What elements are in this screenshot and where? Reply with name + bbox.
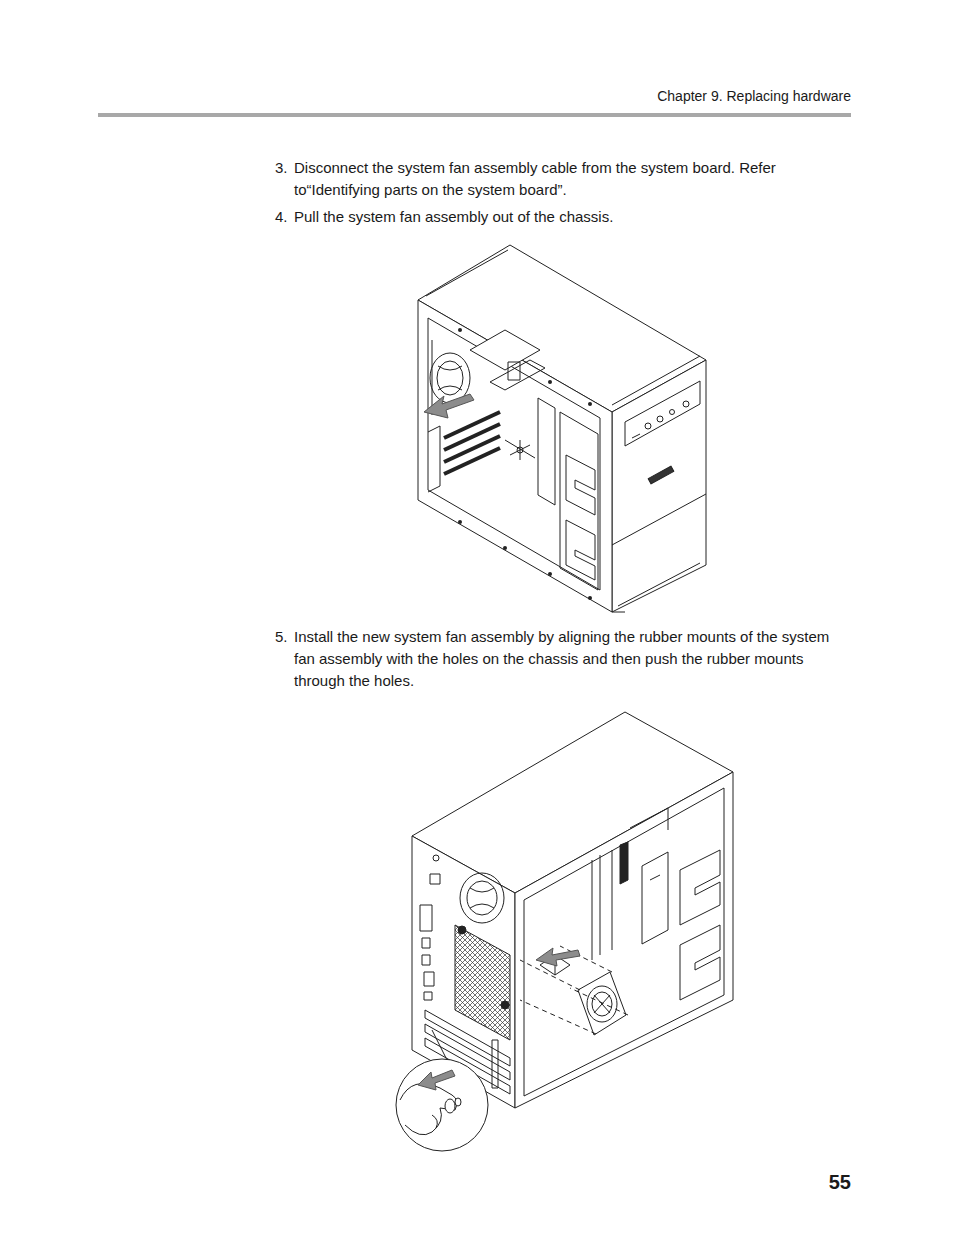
chassis-illustration-removal	[418, 245, 706, 612]
step-text: Install the new system fan assembly by a…	[294, 626, 854, 692]
step-number: 4.	[275, 206, 295, 228]
step-text: Disconnect the system fan assembly cable…	[294, 157, 854, 201]
running-header: Chapter 9. Replacing hardware	[657, 86, 851, 106]
page-number: 55	[829, 1169, 851, 1195]
step-text: Pull the system fan assembly out of the …	[294, 206, 854, 228]
chassis-illustration-install	[396, 712, 733, 1151]
header-rule	[98, 113, 851, 117]
step-number: 3.	[275, 157, 295, 179]
step-number: 5.	[275, 626, 295, 648]
